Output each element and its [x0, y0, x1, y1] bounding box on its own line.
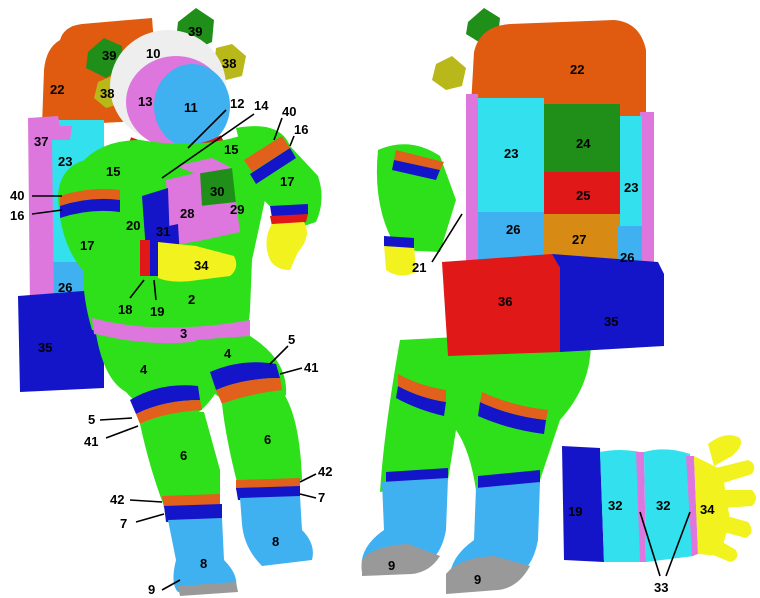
back-panel-23-right — [618, 116, 642, 226]
label-front-3: 3 — [180, 326, 187, 341]
label-front-6a: 6 — [180, 448, 187, 463]
label-back-9a: 9 — [388, 558, 395, 573]
label-front-19: 19 — [150, 304, 164, 319]
label-glove-34: 34 — [700, 502, 715, 517]
label-front-38b: 38 — [222, 56, 236, 71]
label-back-26a: 26 — [506, 222, 520, 237]
label-front-17b: 17 — [80, 238, 94, 253]
label-back-35: 35 — [604, 314, 618, 329]
back-wrist-band — [384, 236, 414, 248]
front-shin-right — [222, 394, 302, 486]
label-front-12: 12 — [230, 96, 244, 111]
label-back-9b: 9 — [474, 572, 481, 587]
label-front-40a: 40 — [282, 104, 296, 119]
label-back-36: 36 — [498, 294, 512, 309]
label-front-11: 11 — [184, 100, 198, 115]
label-front-17a: 17 — [280, 174, 294, 189]
leader-5a — [270, 346, 288, 364]
glove-finger-3 — [722, 490, 756, 508]
label-front-22: 22 — [50, 82, 64, 97]
label-front-39a: 39 — [102, 48, 116, 63]
label-front-37: 37 — [34, 134, 48, 149]
label-front-16a: 16 — [294, 122, 308, 137]
label-glove-19: 19 — [568, 504, 582, 519]
label-front-23: 23 — [58, 154, 72, 169]
label-front-26: 26 — [58, 280, 72, 295]
label-back-27: 27 — [572, 232, 586, 247]
label-back-26b: 26 — [620, 250, 634, 265]
label-front-8b: 8 — [272, 534, 279, 549]
label-front-38a: 38 — [100, 86, 114, 101]
label-front-10: 10 — [146, 46, 160, 61]
label-front-41a: 41 — [304, 360, 318, 375]
back-rail-pink-right — [640, 112, 654, 282]
label-front-7b: 7 — [120, 516, 127, 531]
label-front-15b: 15 — [224, 142, 238, 157]
label-back-23b: 23 — [624, 180, 638, 195]
label-front-30: 30 — [210, 184, 224, 199]
label-front-6b: 6 — [264, 432, 271, 447]
back-box-35 — [552, 254, 664, 352]
label-front-42a: 42 — [318, 464, 332, 479]
label-front-2: 2 — [188, 292, 195, 307]
label-glove-32b: 32 — [656, 498, 670, 513]
label-front-16b: 16 — [10, 208, 24, 223]
label-front-35: 35 — [38, 340, 52, 355]
label-front-15a: 15 — [106, 164, 120, 179]
label-back-23a: 23 — [504, 146, 518, 161]
label-front-4b: 4 — [224, 346, 232, 361]
label-front-5b: 5 — [88, 412, 95, 427]
label-back-21: 21 — [412, 260, 426, 275]
label-front-20: 20 — [126, 218, 140, 233]
label-front-5a: 5 — [288, 332, 295, 347]
back-hex-38 — [432, 56, 466, 90]
label-front-28: 28 — [180, 206, 194, 221]
label-front-7a: 7 — [318, 490, 325, 505]
front-wrist-band-left-red — [140, 240, 150, 276]
label-front-42b: 42 — [110, 492, 124, 507]
label-front-4a: 4 — [140, 362, 148, 377]
leader-7a — [300, 494, 316, 498]
label-front-34: 34 — [194, 258, 209, 273]
label-front-14: 14 — [254, 98, 269, 113]
leader-42b — [130, 500, 162, 502]
leader-41a — [280, 368, 302, 374]
label-back-24: 24 — [576, 136, 591, 151]
leader-5b — [100, 418, 132, 420]
label-front-8a: 8 — [200, 556, 207, 571]
leader-41b — [106, 426, 138, 438]
label-glove-32a: 32 — [608, 498, 622, 513]
label-back-22: 22 — [570, 62, 584, 77]
label-front-9: 9 — [148, 582, 155, 597]
front-boot-right — [240, 496, 313, 566]
front-glove-right — [266, 222, 306, 270]
leader-42a — [300, 474, 316, 482]
label-front-31: 31 — [156, 224, 170, 239]
label-glove-33: 33 — [654, 580, 668, 595]
label-front-18: 18 — [118, 302, 132, 317]
leader-7b — [136, 514, 164, 522]
leader-16a — [290, 136, 294, 146]
label-front-13: 13 — [138, 94, 152, 109]
label-front-41b: 41 — [84, 434, 98, 449]
front-wrist-band-left-blue — [150, 240, 158, 276]
label-front-39b: 39 — [188, 24, 202, 39]
label-front-40b: 40 — [10, 188, 24, 203]
label-back-25: 25 — [576, 188, 590, 203]
back-rail-pink — [466, 94, 478, 274]
label-front-29: 29 — [230, 202, 244, 217]
